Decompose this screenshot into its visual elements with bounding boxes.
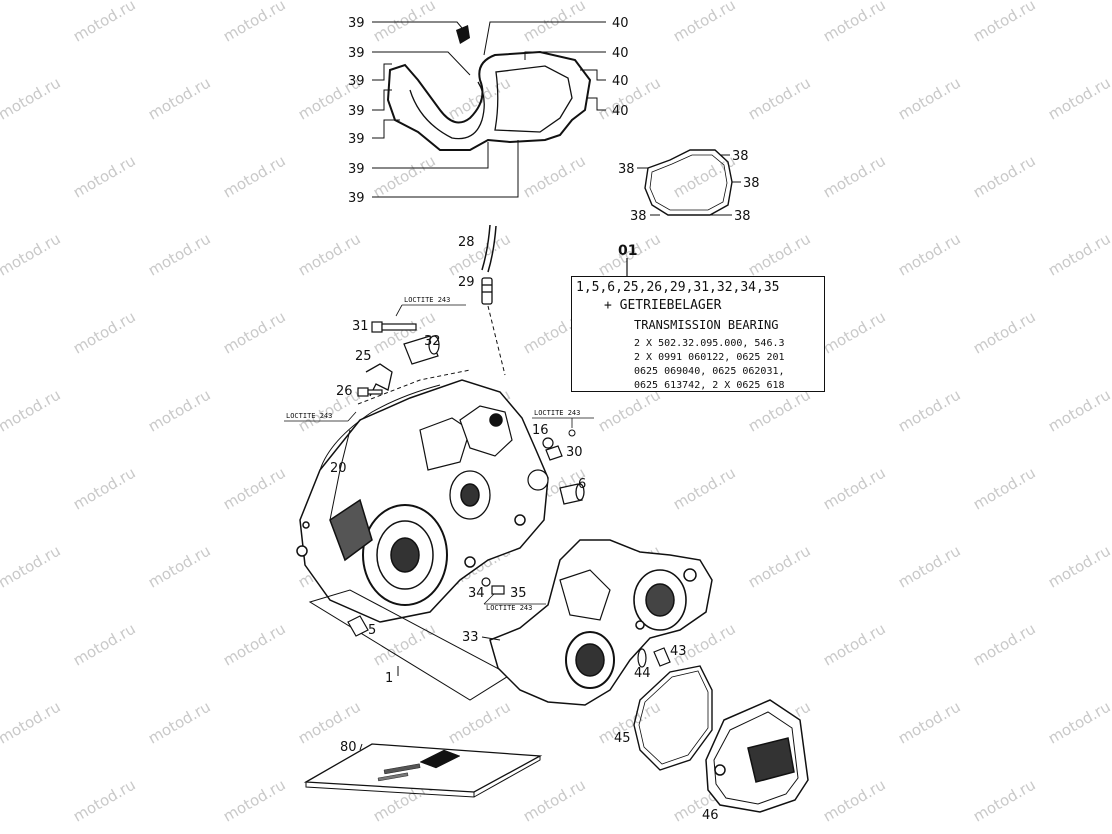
callout-40: 40 xyxy=(612,74,629,89)
hose-nipple xyxy=(481,277,493,305)
callout-40: 40 xyxy=(612,46,629,61)
screw-31 xyxy=(371,321,417,333)
gasket-20-line xyxy=(319,384,441,471)
labels-38: 38 38 38 38 38 xyxy=(618,149,760,224)
crankcase-left-half xyxy=(296,379,549,623)
callout-31: 31 xyxy=(352,319,369,334)
callout-38: 38 xyxy=(630,209,647,224)
oring-16 xyxy=(542,437,554,449)
callout-40: 40 xyxy=(612,16,629,31)
callout-1: 1 xyxy=(385,671,393,686)
callout-33: 33 xyxy=(462,630,479,645)
screw-26 xyxy=(357,387,383,397)
dowel-5 xyxy=(347,615,369,637)
kit-line-numbers: 2 X 502.32.095.000, 546.3 xyxy=(634,338,785,349)
callout-38: 38 xyxy=(743,176,760,191)
loctite-label: LOCTITE 243 xyxy=(534,409,580,417)
callout-39: 39 xyxy=(348,74,365,89)
sleeve-32 xyxy=(403,335,440,365)
kit-line-numbers: 2 X 0991 060122, 0625 201 xyxy=(634,352,785,363)
labels-40: 40 40 40 40 xyxy=(612,16,629,119)
crankcase-gasket xyxy=(386,50,592,151)
plug-43 xyxy=(653,647,671,667)
callout-38: 38 xyxy=(734,209,751,224)
screw-34-35 xyxy=(481,577,505,595)
callout-45: 45 xyxy=(614,731,631,746)
callout-38: 38 xyxy=(732,149,749,164)
callout-39: 39 xyxy=(348,104,365,119)
kit-line-english: TRANSMISSION BEARING xyxy=(634,318,779,332)
callout-80: 80 xyxy=(340,740,357,755)
callout-40: 40 xyxy=(612,104,629,119)
callout-39: 39 xyxy=(348,16,365,31)
loctite-label: LOCTITE 243 xyxy=(286,412,332,420)
loctite-tags: LOCTITE 243 LOCTITE 243 LOCTITE 243 LOCT… xyxy=(284,296,594,612)
nipple-dash-leader xyxy=(487,305,506,376)
kit-parts-list: 1,5,6,25,26,29,31,32,34,35 xyxy=(576,280,780,295)
leaders-39 xyxy=(372,21,519,198)
callout-35: 35 xyxy=(510,586,527,601)
callout-44: 44 xyxy=(634,666,651,681)
loctite-label: LOCTITE 243 xyxy=(404,296,450,304)
washer-44 xyxy=(637,648,647,668)
callout-32: 32 xyxy=(424,334,441,349)
callout-39: 39 xyxy=(348,132,365,147)
callout-30: 30 xyxy=(566,445,583,460)
leader-33 xyxy=(481,636,501,641)
callout-29: 29 xyxy=(458,275,475,290)
callout-39: 39 xyxy=(348,162,365,177)
plug-30 xyxy=(545,445,563,461)
kit-line-numbers: 0625 613742, 2 X 0625 618 xyxy=(634,380,785,391)
owners-manual-80 xyxy=(303,743,543,798)
leader-80 xyxy=(359,743,363,751)
ignition-cover-46 xyxy=(705,699,809,813)
cover-gasket-45 xyxy=(633,665,713,771)
callout-38: 38 xyxy=(618,162,635,177)
callout-46: 46 xyxy=(702,808,719,823)
callout-26: 26 xyxy=(336,384,353,399)
callout-39: 39 xyxy=(348,191,365,206)
callout-39: 39 xyxy=(348,46,365,61)
ignition-cover-gasket xyxy=(644,149,733,216)
callout-34: 34 xyxy=(468,586,485,601)
loctite-label: LOCTITE 243 xyxy=(486,604,532,612)
labels-39: 39 39 39 39 39 39 39 xyxy=(348,16,365,206)
callout-28: 28 xyxy=(458,235,475,250)
kit-number: 01 xyxy=(618,243,638,259)
bushing-6 xyxy=(559,483,585,505)
callout-5: 5 xyxy=(368,623,376,638)
kit-info-box: 1,5,6,25,26,29,31,32,34,35 + GETRIEBELAG… xyxy=(571,276,825,392)
crankcase-right-half xyxy=(489,539,713,706)
bracket-25 xyxy=(365,363,393,397)
leaders-38 xyxy=(637,154,741,216)
callout-43: 43 xyxy=(670,644,687,659)
leaders-40 xyxy=(483,21,606,111)
callout-20: 20 xyxy=(330,461,347,476)
callout-6: 6 xyxy=(578,477,586,492)
screw-dash-leader xyxy=(357,369,471,405)
kit-line-german: + GETRIEBELAGER xyxy=(604,298,722,313)
kit-line-numbers: 0625 069040, 0625 062031, xyxy=(634,366,785,377)
breather-hose xyxy=(481,224,497,273)
callout-25: 25 xyxy=(355,349,372,364)
washer-small xyxy=(568,429,576,437)
callout-16: 16 xyxy=(532,423,549,438)
gasket-small-piece xyxy=(456,25,470,44)
